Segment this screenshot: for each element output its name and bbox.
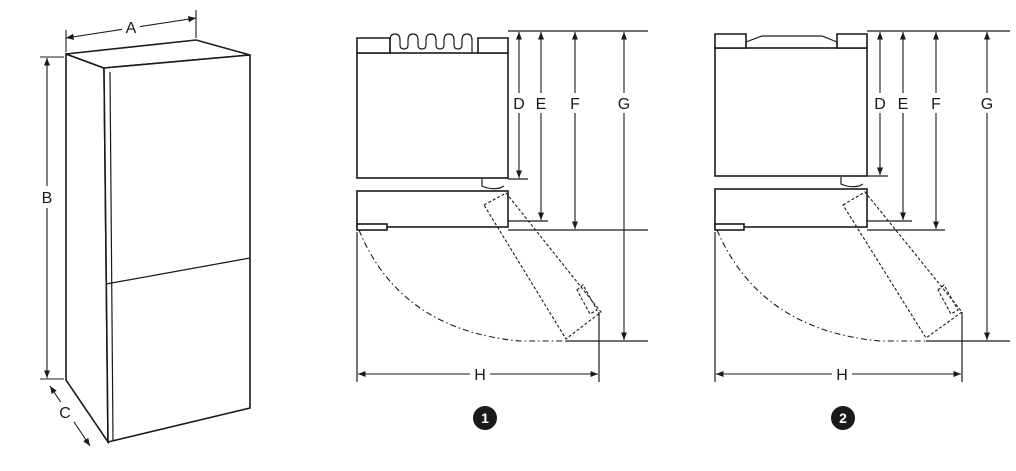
view2-door-handle — [937, 284, 959, 315]
view1-bottom-box — [356, 190, 509, 228]
view2-label-h-bg — [832, 364, 852, 384]
fridge-front-edge — [109, 71, 114, 441]
view1-top-box — [356, 52, 509, 179]
view1-number-badge — [473, 406, 497, 430]
fridge-door-split — [105, 257, 251, 285]
view2-label-d: D — [874, 96, 886, 113]
view-2: D E F G H 2 — [714, 30, 1010, 430]
view1-label-g-bg — [614, 93, 634, 113]
view1-label-h-bg — [470, 364, 490, 384]
view1-number-label: 1 — [481, 410, 489, 426]
view2-top-lid-right — [836, 33, 868, 49]
view1-swing-arc — [358, 229, 566, 342]
view1-label-h: H — [474, 367, 486, 384]
view1-door-handle — [576, 284, 598, 315]
view2-door-open — [842, 191, 963, 339]
dimension-a-label: A — [126, 20, 137, 37]
view2-handle — [745, 35, 838, 48]
view2-label-f-bg — [927, 93, 945, 113]
fridge-front-face — [103, 54, 251, 444]
fridge-side-face — [65, 52, 109, 445]
view2-hinge — [840, 177, 864, 188]
view1-door-open — [483, 192, 602, 340]
dimension-a-label-bg — [122, 18, 140, 36]
view2-number-label: 2 — [839, 410, 847, 426]
view1-label-f: F — [570, 96, 580, 113]
view1-label-d-bg — [510, 93, 528, 113]
view2-label-g: G — [981, 96, 993, 113]
view1-label-e: E — [536, 96, 547, 113]
view2-top-lid-left — [714, 33, 747, 49]
view2-number-badge — [831, 406, 855, 430]
view2-label-d-bg — [871, 93, 889, 113]
view1-label-e-bg — [532, 93, 550, 113]
view2-label-g-bg — [977, 93, 997, 113]
view1-wavy-handle — [389, 33, 473, 53]
dimension-c-label-bg — [56, 402, 74, 422]
view2-swing-arc — [716, 229, 926, 342]
view1-label-g: G — [618, 96, 630, 113]
view-1: D E F G H 1 — [356, 30, 648, 430]
view2-top-box — [714, 47, 868, 177]
dimension-c-label: C — [59, 405, 71, 422]
view2-label-f: F — [931, 96, 941, 113]
view1-door-closed — [356, 223, 388, 231]
dimension-b-label: B — [42, 190, 53, 207]
view1-label-f-bg — [566, 93, 584, 113]
view2-label-e: E — [898, 96, 909, 113]
view1-label-d: D — [513, 96, 525, 113]
view2-bottom-box — [714, 188, 868, 228]
view2-door-closed — [714, 223, 745, 231]
dimension-b-label-bg — [38, 186, 56, 208]
view2-label-h: H — [836, 367, 848, 384]
view1-top-lid-right — [477, 37, 509, 54]
view1-hinge — [481, 179, 505, 190]
view1-top-lid — [356, 37, 391, 54]
fridge-3d-view: A B C — [38, 10, 251, 447]
view2-label-e-bg — [894, 93, 912, 113]
